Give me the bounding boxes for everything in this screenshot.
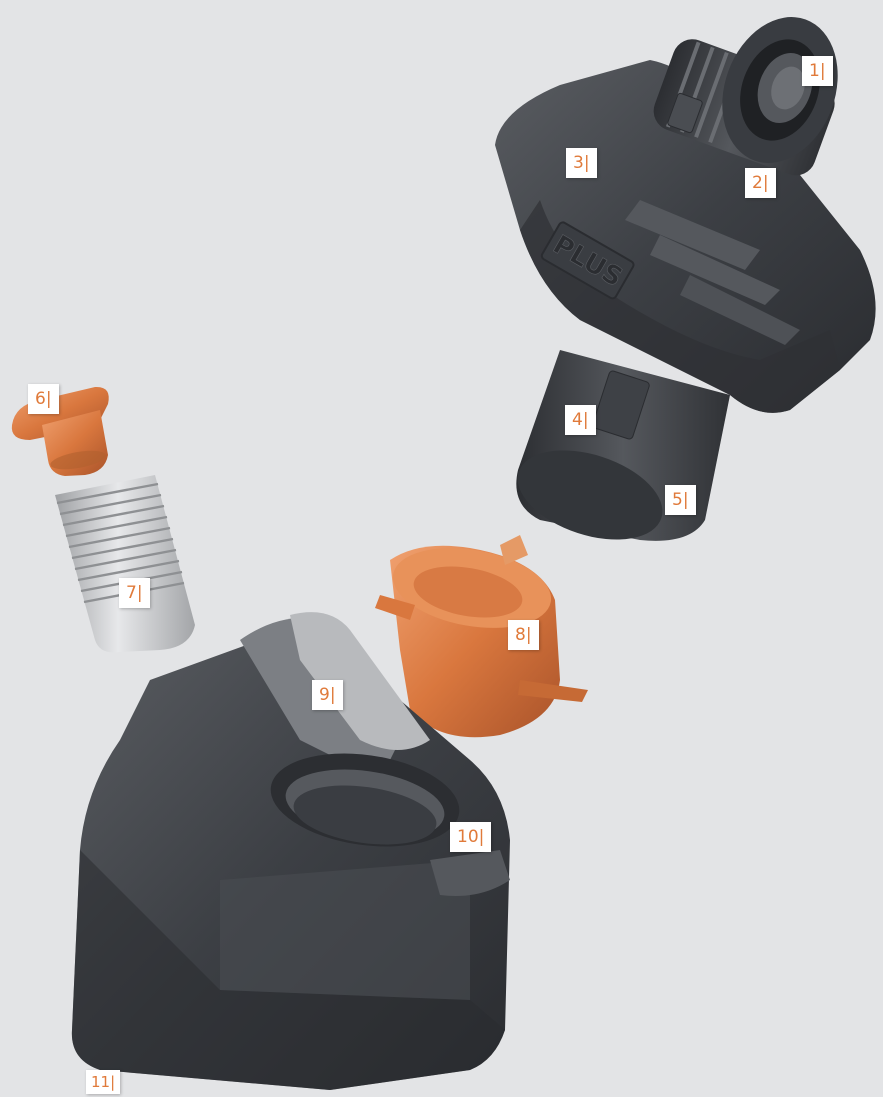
callout-7: 7| — [119, 578, 150, 608]
callout-3: 3| — [566, 148, 597, 178]
callout-5: 5| — [665, 485, 696, 515]
callout-8: 8| — [508, 620, 539, 650]
callout-11: 11| — [86, 1070, 120, 1094]
threaded-insert — [55, 475, 195, 653]
callout-9: 9| — [312, 680, 343, 710]
copper-cap — [12, 387, 109, 476]
callout-1: 1| — [802, 56, 833, 86]
callout-6: 6| — [28, 384, 59, 414]
callout-10: 10| — [450, 822, 491, 852]
callout-4: 4| — [565, 405, 596, 435]
callout-2: 2| — [745, 168, 776, 198]
